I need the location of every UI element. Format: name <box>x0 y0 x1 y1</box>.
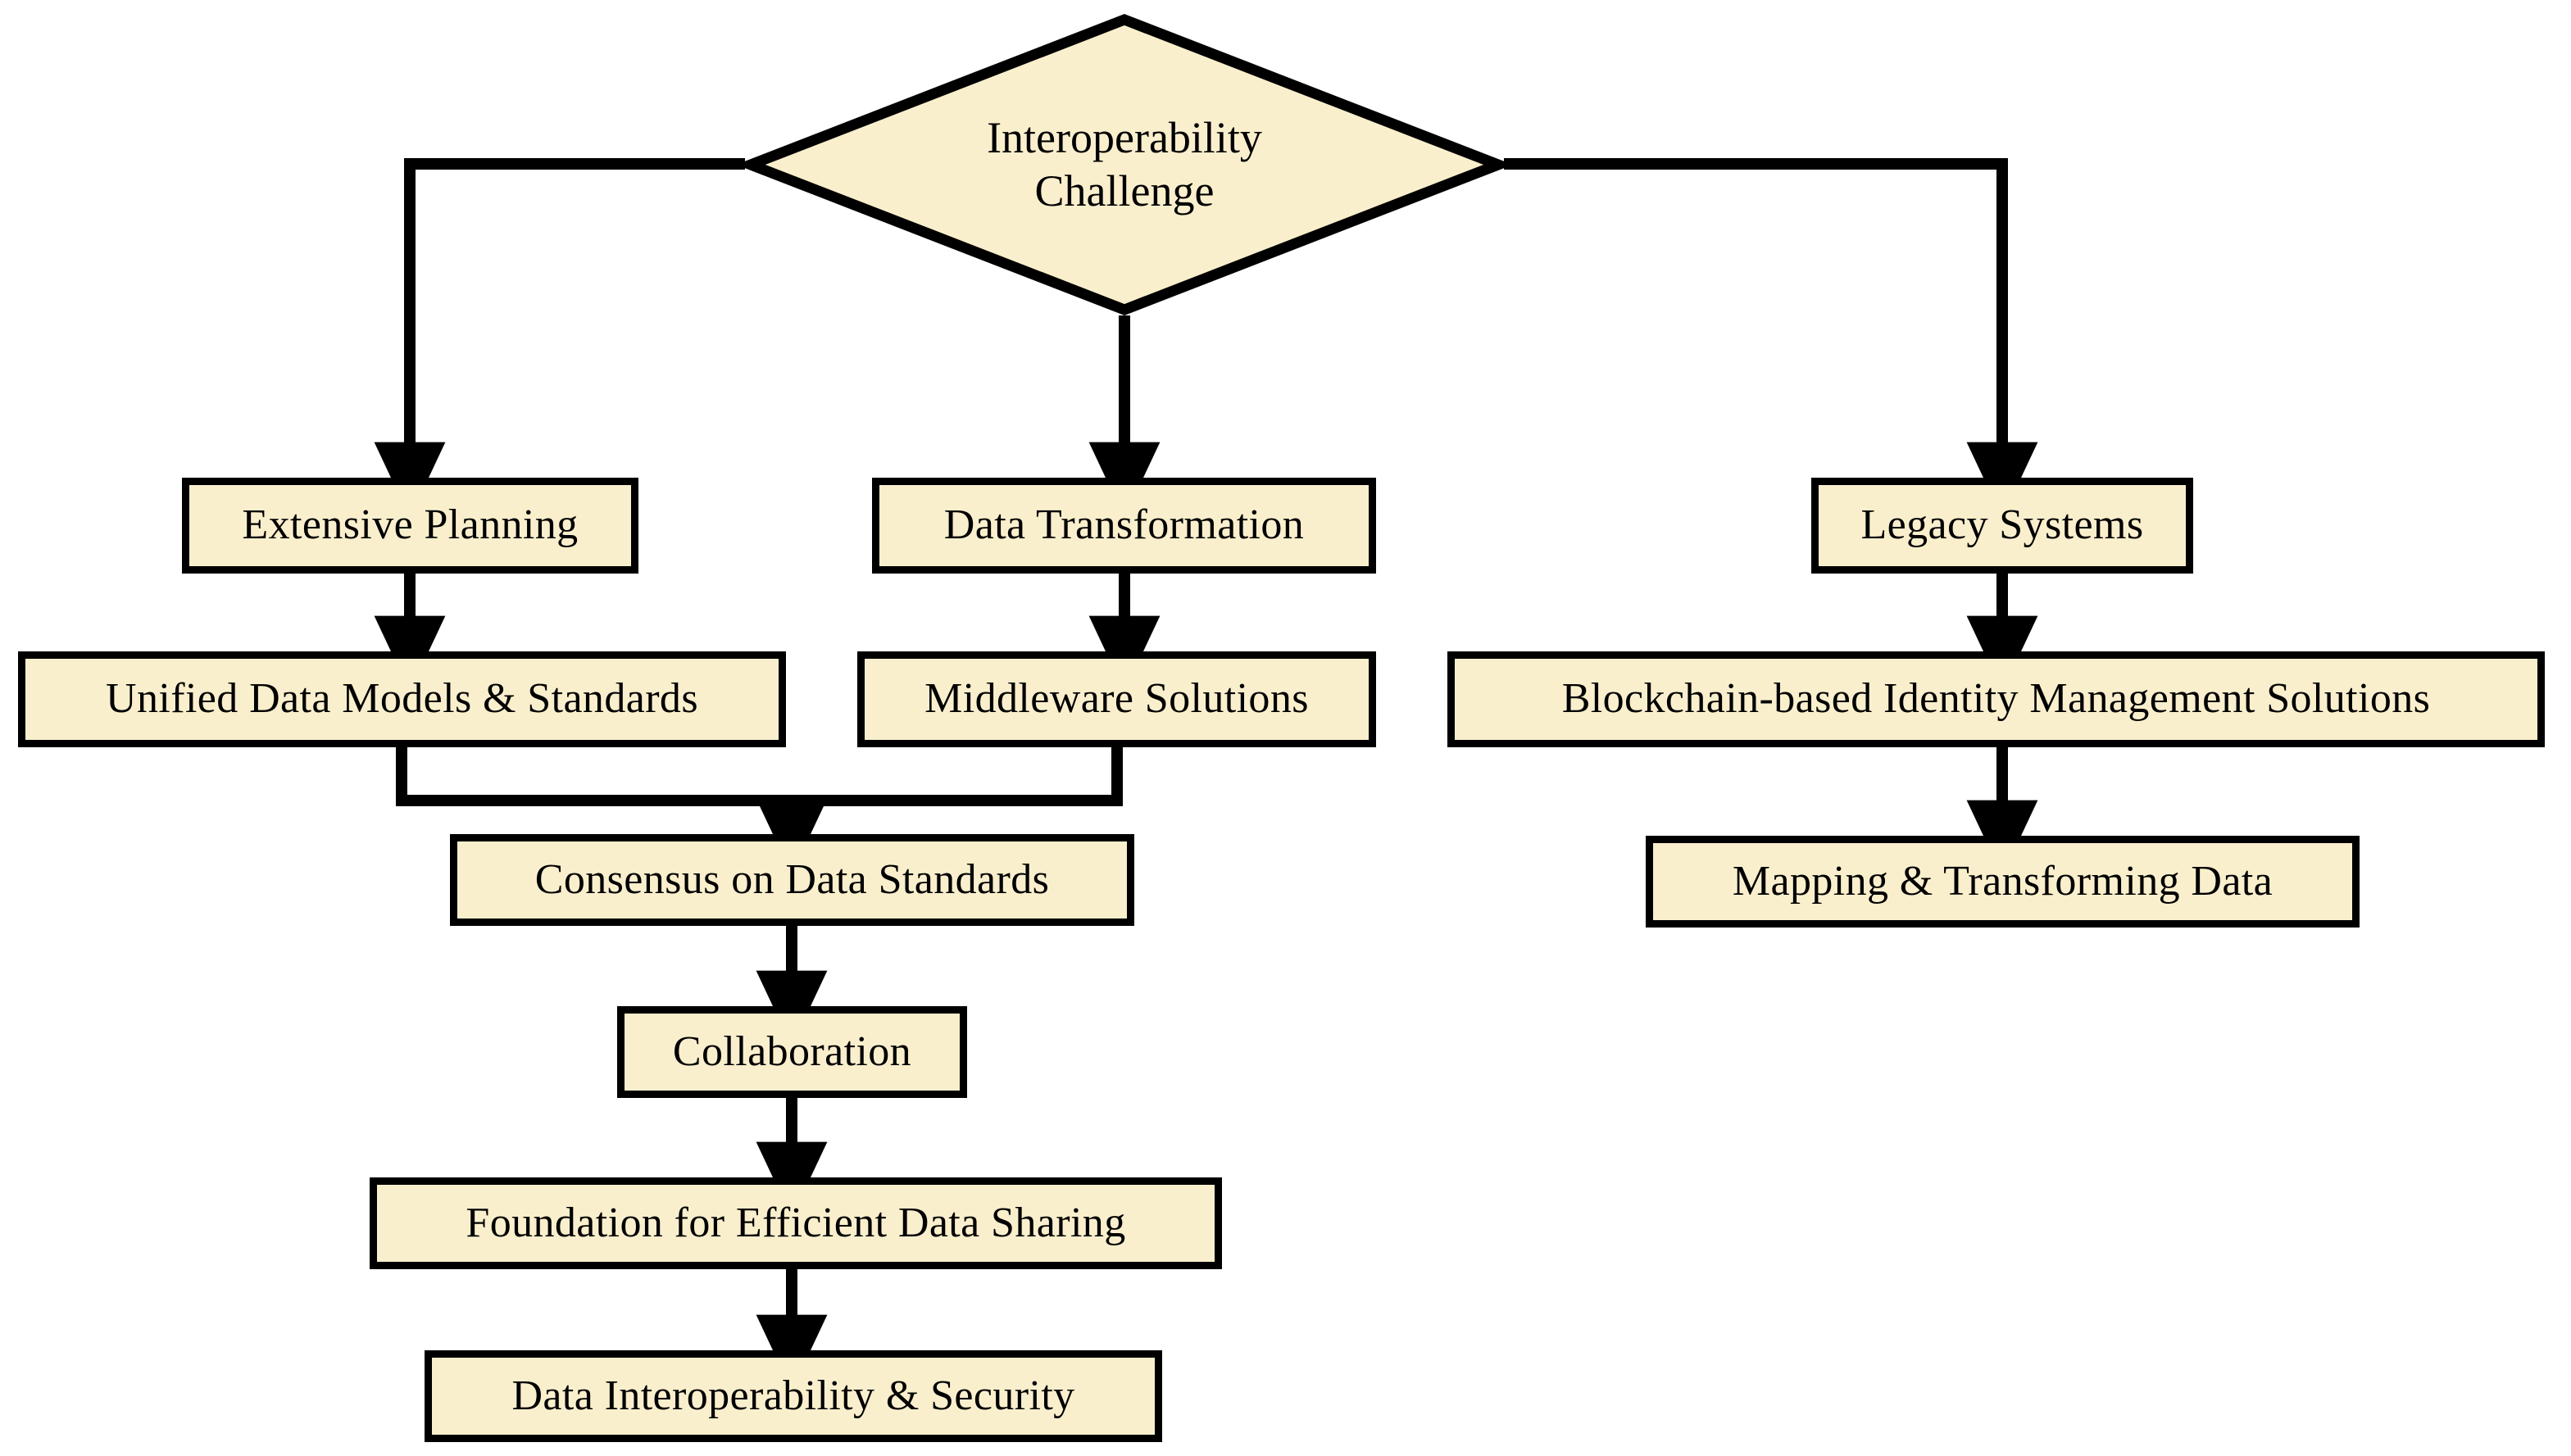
node-label: Middleware Solutions <box>924 675 1309 723</box>
node-blockchain-identity-management[interactable]: Blockchain-based Identity Management Sol… <box>1447 651 2545 747</box>
node-consensus-on-data-standards[interactable]: Consensus on Data Standards <box>450 834 1134 926</box>
node-label: Extensive Planning <box>242 501 579 549</box>
node-foundation-efficient-data-sharing[interactable]: Foundation for Efficient Data Sharing <box>370 1177 1222 1269</box>
node-legacy-systems[interactable]: Legacy Systems <box>1811 478 2193 574</box>
node-interoperability-challenge[interactable]: Interoperability Challenge <box>745 14 1504 315</box>
node-data-interoperability-security[interactable]: Data Interoperability & Security <box>425 1350 1162 1442</box>
node-middleware-solutions[interactable]: Middleware Solutions <box>857 651 1376 747</box>
node-label: Collaboration <box>672 1027 912 1075</box>
node-collaboration[interactable]: Collaboration <box>617 1006 967 1098</box>
edge-challenge-to-extensive-planning <box>374 158 745 519</box>
node-label: Consensus on Data Standards <box>534 855 1050 903</box>
node-label: Mapping & Transforming Data <box>1732 857 2273 905</box>
node-data-transformation[interactable]: Data Transformation <box>872 478 1376 574</box>
edge-merge-to-consensus-on-data-standards <box>396 746 1123 875</box>
node-unified-data-models-standards[interactable]: Unified Data Models & Standards <box>18 651 786 747</box>
node-label: Data Transformation <box>943 501 1305 549</box>
node-mapping-transforming-data[interactable]: Mapping & Transforming Data <box>1646 836 2360 928</box>
node-extensive-planning[interactable]: Extensive Planning <box>182 478 638 574</box>
node-label: Blockchain-based Identity Management Sol… <box>1561 675 2431 723</box>
node-label: Legacy Systems <box>1860 501 2144 549</box>
diamond-shape <box>745 14 1504 315</box>
node-label: Interoperability Challenge <box>987 113 1262 215</box>
node-label: Data Interoperability & Security <box>511 1372 1075 1419</box>
edge-challenge-to-legacy-systems <box>1504 158 2038 519</box>
node-label: Foundation for Efficient Data Sharing <box>466 1199 1126 1246</box>
node-label: Unified Data Models & Standards <box>106 675 698 723</box>
